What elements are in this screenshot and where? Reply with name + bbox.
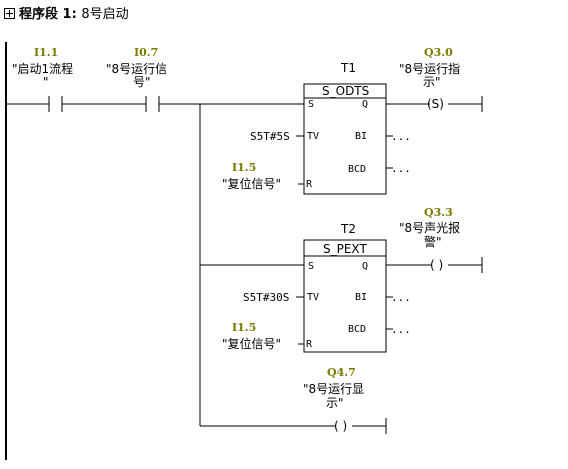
bi-output-open: ... <box>391 130 411 143</box>
contact-symbol: "8号运行信 <box>106 62 167 76</box>
contact-symbol-cont: 号" <box>133 75 151 89</box>
timer-block-t2[interactable]: T2 S_PEXT S Q TV BI BCD R <box>303 222 387 353</box>
coil-address: Q4.7 <box>327 366 356 379</box>
coil-type: ( ) <box>430 258 443 272</box>
pin-r: R <box>306 179 313 190</box>
contact-address: I1.1 <box>34 46 58 59</box>
timer-name: T2 <box>340 222 356 236</box>
pin-tv: TV <box>307 131 319 142</box>
pin-q: Q <box>362 261 368 272</box>
network-separator: : <box>71 7 77 22</box>
coil-type: ( ) <box>334 419 347 433</box>
bcd-output-open: ... <box>391 323 411 336</box>
coil-q3-0[interactable]: Q3.0 "8号运行指 示" (S) <box>399 46 460 111</box>
pin-r: R <box>306 339 313 350</box>
coil-q4-7[interactable]: Q4.7 "8号运行显 示" ( ) <box>303 366 364 433</box>
reset-address: I1.5 <box>232 161 256 174</box>
reset-symbol[interactable]: "复位信号" <box>222 336 281 351</box>
reset-address: I1.5 <box>232 321 256 334</box>
pin-q: Q <box>362 99 368 110</box>
pin-bcd: BCD <box>348 324 366 335</box>
coil-q3-3[interactable]: Q3.3 "8号声光报 警" ( ) <box>399 206 460 272</box>
timer-preset-value[interactable]: S5T#5S <box>250 130 290 143</box>
contact-i1-1[interactable]: I1.1 "启动1流程 " <box>12 46 73 112</box>
coil-symbol: "8号运行指 <box>399 61 460 76</box>
pin-bcd: BCD <box>348 164 366 175</box>
timer-type: S_PEXT <box>323 242 367 256</box>
pin-tv: TV <box>307 292 319 303</box>
contact-symbol-cont: " <box>43 75 49 89</box>
collapse-toggle-icon[interactable] <box>4 8 15 19</box>
coil-symbol-cont: 示" <box>423 75 441 89</box>
pin-bi: BI <box>355 131 367 142</box>
network-label: 程序段 1 <box>19 7 72 22</box>
network-header[interactable]: 程序段 1: 8号启动 <box>4 3 129 22</box>
network-title[interactable]: 8号启动 <box>81 7 129 22</box>
contact-symbol: "启动1流程 <box>12 61 73 76</box>
coil-type: (S) <box>427 97 444 111</box>
bcd-output-open: ... <box>391 162 411 175</box>
bi-output-open: ... <box>391 291 411 304</box>
coil-address: Q3.0 <box>424 46 453 59</box>
reset-symbol[interactable]: "复位信号" <box>222 176 281 191</box>
coil-symbol-cont: 警" <box>424 234 442 249</box>
pin-bi: BI <box>355 292 367 303</box>
pin-s: S <box>308 99 314 110</box>
contact-address: I0.7 <box>134 46 158 59</box>
coil-symbol: "8号运行显 <box>303 382 364 396</box>
timer-block-t1[interactable]: T1 S_ODTS S Q TV BI BCD R <box>303 61 387 195</box>
coil-address: Q3.3 <box>424 206 453 219</box>
pin-s: S <box>308 261 314 272</box>
timer-preset-value[interactable]: S5T#30S <box>243 291 289 304</box>
timer-name: T1 <box>340 61 356 75</box>
timer-type: S_ODTS <box>322 84 369 98</box>
coil-symbol: "8号声光报 <box>399 220 460 235</box>
coil-symbol-cont: 示" <box>326 396 344 410</box>
contact-i0-7[interactable]: I0.7 "8号运行信 号" <box>106 46 167 112</box>
